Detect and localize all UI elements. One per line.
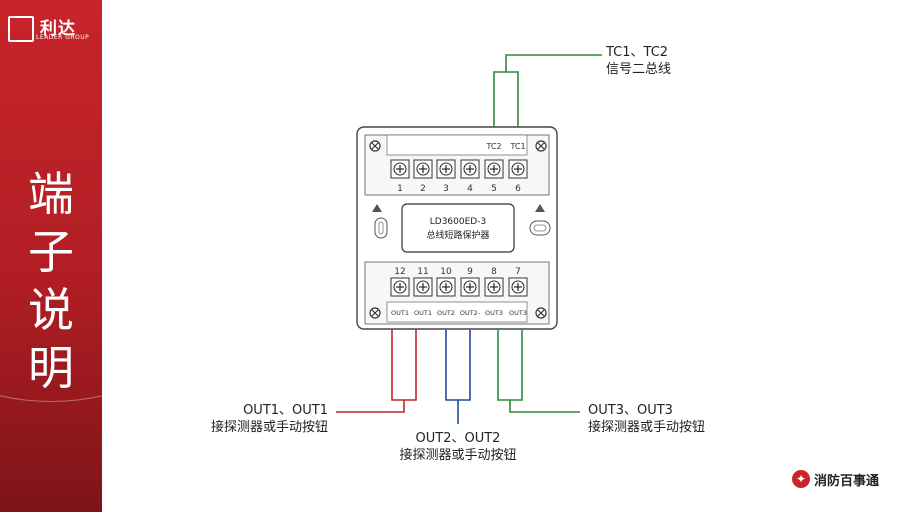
terminal-number: 2 (420, 184, 426, 194)
brand-logo-icon: ✦ (792, 470, 810, 488)
top-terminals: 1 2 3 4 5 6 (390, 159, 528, 194)
terminal-label: OUT2 (437, 309, 455, 317)
leader-logo: 利达 LEADER GROUP (6, 14, 98, 44)
output-wires (336, 330, 580, 424)
terminal-number: 4 (467, 184, 473, 194)
terminal-cross-icon (419, 165, 427, 173)
out2-callout-title: OUT2、OUT2 (415, 431, 501, 446)
up-arrow-icon (372, 204, 382, 212)
out2-callout-desc: 接探测器或手动按钮 (399, 448, 517, 463)
out3-wire-b (510, 330, 523, 401)
out2-wire-b (458, 330, 471, 401)
logo-subtext: LEADER GROUP (36, 34, 90, 41)
title-char: 子 (28, 225, 74, 279)
terminal-cross-icon (396, 283, 404, 291)
logo-mark-icon (8, 16, 34, 42)
tc-wire-outer (493, 54, 602, 128)
tc-callout-title: TC1、TC2 (606, 45, 669, 60)
sidebar: 利达 LEADER GROUP 端 子 说 明 (0, 0, 102, 512)
tc-wires (493, 54, 602, 128)
left-slot-icon (374, 217, 388, 239)
terminal-number: 11 (417, 267, 428, 277)
up-arrow-icon (535, 204, 545, 212)
out2-callout: OUT2、OUT2 接探测器或手动按钮 (390, 430, 526, 464)
terminal-cross-icon (514, 283, 522, 291)
tc-callout: TC1、TC2 信号二总线 (606, 44, 671, 78)
terminal-number: 10 (440, 267, 452, 277)
terminal-cross-icon (396, 165, 404, 173)
out1-callout: OUT1、OUT1 接探测器或手动按钮 (200, 402, 328, 436)
terminal-number: 6 (515, 184, 521, 194)
out1-callout-desc: 接探测器或手动按钮 (210, 420, 328, 435)
terminal-label: OUT3 (509, 309, 527, 317)
terminal-number: 5 (491, 184, 497, 194)
terminal-cross-icon (466, 283, 474, 291)
bottom-label-strip (386, 301, 528, 323)
model-name: 总线短路保护器 (426, 229, 489, 241)
model-plate (401, 203, 515, 253)
brand-text: 消防百事通 (814, 474, 880, 489)
out2-wire-a (445, 330, 459, 424)
terminal-number: 1 (397, 184, 403, 194)
out3-callout-desc: 接探测器或手动按钮 (588, 420, 706, 435)
out1-wire-b (404, 330, 417, 401)
title-char: 说 (28, 283, 74, 337)
out1-wire-a (336, 330, 405, 413)
terminal-cross-icon (490, 283, 498, 291)
terminal-number: 8 (491, 267, 497, 277)
tc2-label: TC2 (485, 142, 501, 151)
title-char: 明 (28, 341, 74, 395)
page-title: 端 子 说 明 (0, 165, 102, 397)
terminal-number: 12 (394, 267, 405, 277)
out3-callout-title: OUT3、OUT3 (588, 403, 673, 418)
out1-callout-title: OUT1、OUT1 (243, 403, 328, 418)
terminal-cross-icon (490, 165, 498, 173)
terminal-label: OUT3 (485, 309, 503, 317)
terminal-cross-icon (466, 165, 474, 173)
out3-callout: OUT3、OUT3 接探测器或手动按钮 (588, 402, 705, 436)
model-number: LD3600ED-3 (430, 217, 486, 227)
terminal-cross-icon (442, 283, 450, 291)
title-char: 端 (28, 167, 74, 221)
terminal-cross-icon (442, 165, 450, 173)
terminal-cross-icon (514, 165, 522, 173)
tc-wire-inner (506, 71, 519, 128)
terminal-number: 7 (515, 267, 521, 277)
terminal-number: 3 (443, 184, 449, 194)
terminal-label: OUT2- (460, 309, 481, 317)
terminal-number: 9 (467, 267, 473, 277)
top-label-strip (386, 134, 528, 156)
mount-screws (369, 140, 547, 319)
right-slot-icon (529, 220, 551, 236)
terminal-cross-icon (419, 283, 427, 291)
terminal-label: OUT1 (391, 309, 409, 317)
tc-callout-desc: 信号二总线 (606, 62, 672, 77)
tc1-label: TC1 (509, 142, 525, 151)
terminal-label: OUT1 (414, 309, 432, 317)
decorative-arc (0, 0, 102, 402)
logo-text: 利达 (40, 19, 76, 39)
